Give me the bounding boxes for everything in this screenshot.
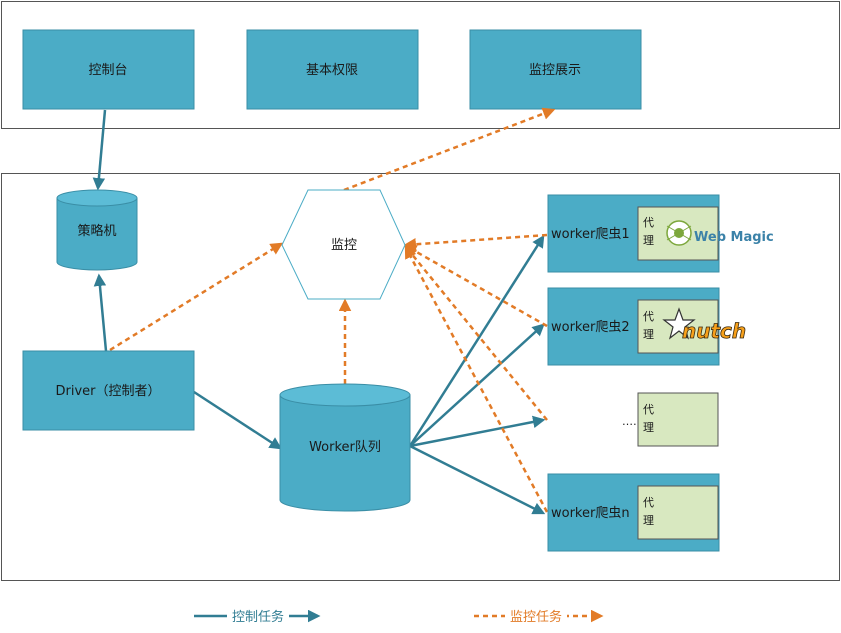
monitor-hexagon[interactable]: 监控 xyxy=(281,189,406,300)
worker-2-label: worker爬虫2 xyxy=(551,320,630,335)
monitor-display-box[interactable]: 监控展示 xyxy=(469,29,642,110)
strategy-cylinder[interactable]: 策略机 xyxy=(56,189,138,271)
driver-to-monitor-arrow xyxy=(109,242,284,352)
queue-label: Worker队列 xyxy=(309,440,381,455)
worker-1[interactable]: worker爬虫1 代 理 Web Magic xyxy=(547,194,774,273)
worker-dots-to-monitor-arrow xyxy=(404,245,548,421)
console-label: 控制台 xyxy=(88,63,127,78)
webmagic-logo-text: Web Magic xyxy=(694,230,774,245)
legend: 控制任务 监控任务 xyxy=(194,606,604,625)
main-panel xyxy=(1,173,840,581)
driver-to-strategy-arrow xyxy=(93,273,108,352)
worker-dots-row: …… 代 理 xyxy=(622,392,719,447)
monitor-to-display-arrow xyxy=(343,107,556,192)
worker-2[interactable]: worker爬虫2 代 理 nutch xyxy=(547,287,747,366)
worker-2-proxy-top: 代 xyxy=(643,310,654,323)
worker-2-proxy-bottom: 理 xyxy=(643,328,654,341)
worker-1-label: worker爬虫1 xyxy=(551,227,630,242)
driver-label: Driver（控制者） xyxy=(55,384,160,399)
legend-monitor-label: 监控任务 xyxy=(510,609,562,625)
console-to-strategy-arrow xyxy=(92,109,107,191)
queue-to-workern-arrow xyxy=(409,444,546,515)
queue-to-worker2-arrow xyxy=(409,323,545,447)
worker-1-proxy-top: 代 xyxy=(643,216,654,229)
control-arrows xyxy=(92,109,546,515)
worker-n-proxy-top: 代 xyxy=(643,496,654,509)
console-box[interactable]: 控制台 xyxy=(22,29,195,110)
worker-n[interactable]: worker爬虫n 代 理 xyxy=(547,473,720,552)
top-panel xyxy=(1,1,840,129)
permissions-box[interactable]: 基本权限 xyxy=(246,29,419,110)
nutch-logo-text: nutch xyxy=(682,319,746,343)
queue-cylinder[interactable]: Worker队列 xyxy=(279,383,411,512)
worker-n-label: worker爬虫n xyxy=(551,506,630,521)
worker-dots-proxy-bottom: 理 xyxy=(643,421,654,434)
webmagic-logo: Web Magic xyxy=(666,220,774,246)
worker-dots-proxy-top: 代 xyxy=(643,403,654,416)
queue-to-worker1-arrow xyxy=(408,234,545,447)
nutch-logo: nutch xyxy=(662,307,747,343)
worker-dots-proxy-box[interactable] xyxy=(637,392,719,447)
workern-to-monitor-arrow xyxy=(404,245,549,513)
monitor-display-label: 监控展示 xyxy=(529,63,581,78)
driver-box[interactable]: Driver（控制者） xyxy=(22,350,195,431)
worker1-to-monitor-arrow xyxy=(403,233,548,251)
strategy-label: 策略机 xyxy=(77,223,116,239)
queue-to-worker-dots-arrow xyxy=(409,415,546,448)
worker-n-proxy-bottom: 理 xyxy=(643,514,654,527)
driver-to-queue-arrow xyxy=(193,390,283,450)
nutch-star-icon xyxy=(662,307,696,340)
worker-1-proxy-bottom: 理 xyxy=(643,234,654,247)
worker2-to-monitor-arrow xyxy=(403,244,548,328)
monitor-arrows xyxy=(109,107,556,513)
legend-control-label: 控制任务 xyxy=(232,609,284,625)
monitor-label: 监控 xyxy=(331,238,357,253)
permissions-label: 基本权限 xyxy=(306,62,358,78)
